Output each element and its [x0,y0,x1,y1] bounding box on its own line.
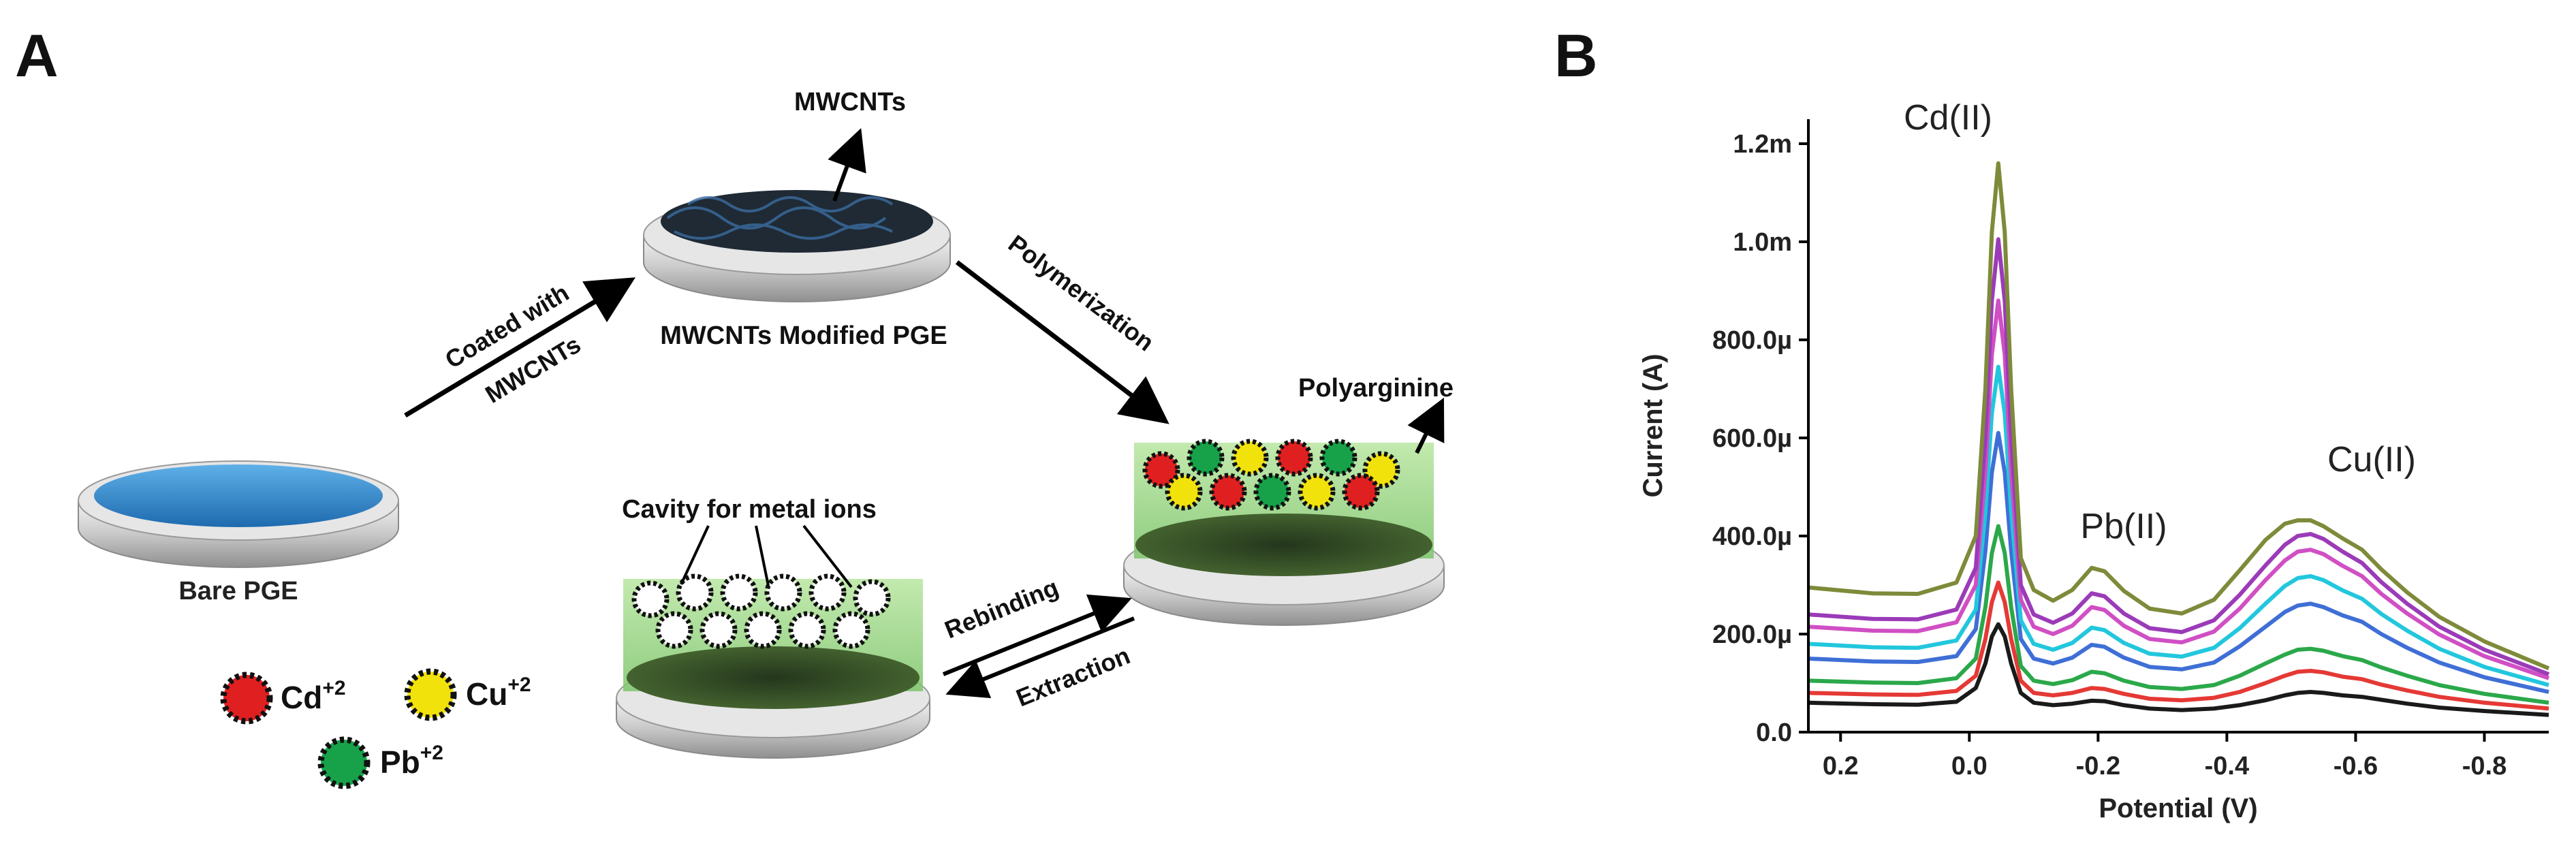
empty-cavity [853,579,891,617]
x-tick-label: 0.2 [1823,752,1859,780]
empty-cavity [764,573,802,612]
y-ticks: 0.0 200.0µ 400.0µ 600.0µ 800.0µ 1.0m 1.2m [1712,130,1808,747]
x-tick-label: -0.8 [2462,752,2507,780]
cavity-label: Cavity for metal ions [622,495,877,524]
cu-ion [1298,473,1336,511]
x-tick-label: -0.6 [2334,752,2378,780]
empty-cavity [808,573,847,612]
y-axis-label: Current (A) [1638,353,1668,497]
ion-legend: Cd+2 Cu+2 Pb+2 [220,668,531,789]
cd-ion [1209,473,1247,511]
pb-ion [1319,439,1357,477]
x-ticks: 0.2 0.0 -0.2 -0.4 -0.6 -0.8 [1823,732,2507,780]
cd-legend-icon [220,672,273,725]
y-tick-label: 1.2m [1733,130,1792,159]
polymerization-label: Polymerization [1003,230,1159,357]
peak-label-cd: Cd(II) [1904,98,1992,138]
mwcnts-modified-label: MWCNTs Modified PGE [660,321,947,350]
cavity-pointer-line [802,524,853,588]
polyarginine-label: Polyarginine [1298,374,1454,403]
empty-cavities-cluster [631,573,891,649]
peak-label-cu: Cu(II) [2327,440,2416,479]
x-axis-label: Potential (V) [2099,793,2257,823]
empty-cavity [676,573,714,612]
panel-b-label: B [1554,22,1598,89]
cavity-electrode [616,579,930,759]
extraction-arrow [945,616,1135,699]
cu-ion [1165,473,1203,511]
mwcnts-pointer-arrow [828,128,866,202]
bare-pge-electrode [78,460,399,568]
empty-cavity [744,611,782,649]
series-line-1 [1808,622,2549,717]
cd-ion [1342,473,1380,511]
empty-cavity [720,573,758,612]
series-line-3 [1808,524,2549,705]
panel-a: A Bare PGE Coated with MWCNTs MWCNTs MWC… [15,22,1454,789]
mwcnts-label: MWCNTs [794,88,906,116]
polymerization-arrow [955,260,1169,424]
pb-legend-text: Pb+2 [380,742,443,780]
cavity-pointer-line [680,525,710,585]
empty-cavity [631,580,670,618]
series-layer [1808,161,2550,717]
panel-a-label: A [15,22,59,89]
series-line-8 [1808,161,2550,671]
cu-legend-icon [404,668,457,721]
y-tick-label: 0.0 [1756,719,1792,747]
coated-arrow [404,277,636,418]
empty-cavity [788,611,826,649]
series-line-7 [1808,237,2550,676]
x-tick-label: -0.4 [2205,752,2249,780]
series-line-5 [1808,364,2549,687]
empty-cavity [700,611,738,649]
empty-cavity [655,611,693,649]
cd-ion [1275,439,1313,477]
extraction-label: Extraction [1012,641,1134,712]
cavity-pointer-line [755,525,770,586]
bare-pge-label: Bare PGE [178,577,298,605]
series-line-6 [1808,298,2549,680]
pb-ion [1187,439,1225,477]
mwcnts-modified-electrode [643,190,951,302]
panel-b: B 0.0 200.0µ 400.0µ 600.0µ 800.0µ 1.0m 1.2m 0.… [1554,22,2550,823]
pb-ion [1253,473,1291,511]
y-tick-label: 1.0m [1733,228,1792,257]
cd-ion [1142,451,1180,489]
y-tick-label: 800.0µ [1712,326,1792,355]
cu-legend-text: Cu+2 [466,674,531,712]
cd-legend-text: Cd+2 [281,677,346,715]
series-line-4 [1808,430,2549,694]
y-tick-label: 200.0µ [1712,620,1792,649]
y-tick-label: 400.0µ [1712,522,1792,551]
polyarginine-pointer-arrow [1407,397,1445,454]
imprinted-ions-cluster [1142,439,1400,511]
x-tick-label: -0.2 [2076,752,2120,780]
pb-legend-icon [317,736,371,789]
y-tick-label: 600.0µ [1712,424,1792,453]
x-tick-label: 0.0 [1951,752,1988,780]
peak-label-pb: Pb(II) [2080,507,2167,546]
series-line-2 [1808,580,2549,711]
cu-ion [1231,439,1269,477]
empty-cavity [832,611,870,649]
